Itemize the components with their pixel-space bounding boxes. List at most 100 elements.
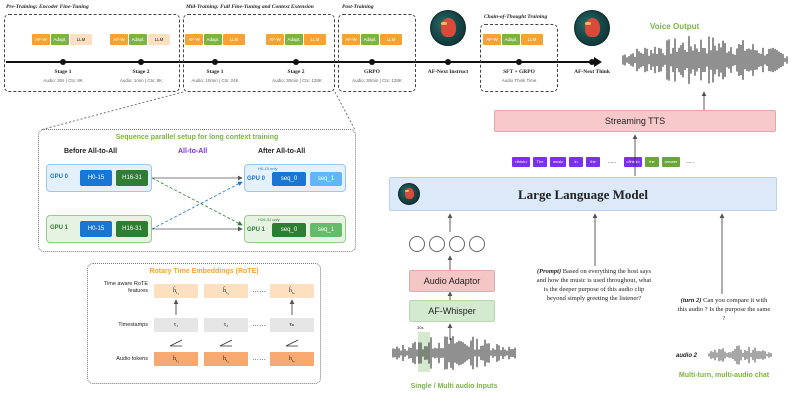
head-chip-h16-31: H16-31: [116, 170, 148, 186]
gpu0-label: GPU 0: [50, 174, 69, 180]
audio2-waveform: [708, 345, 772, 365]
seq-parallel-panel: [38, 129, 356, 252]
module-llm: LLM: [304, 34, 326, 45]
rote-time-cell: τₙ: [270, 318, 314, 332]
af-whisper-label: AF-Whisper: [428, 306, 476, 316]
stage-sub: Audio: 30min | Ctx: 128K: [352, 78, 402, 83]
after-label: After All-to-All: [258, 148, 306, 155]
rote-token-cell: hτ₁: [154, 352, 198, 366]
embedding-circle: [469, 236, 485, 252]
module-adapter: Adapt.: [361, 34, 379, 45]
rote-token-cell: hτ₂: [204, 352, 248, 366]
rote-feature-cell: ĥτ₂: [204, 284, 248, 298]
output-token: the: [645, 157, 659, 167]
seq-chip-seq1: seq_1: [310, 172, 342, 186]
stage-dot: [60, 59, 66, 65]
stage-dot: [138, 59, 144, 65]
group-title-pretraining: Pre-Training: Encoder Fine-Tuning: [6, 4, 89, 10]
h0-only-note: H0-15 only: [258, 166, 278, 171]
timeline-arrowhead: [594, 57, 602, 67]
all-to-all-label: All-to-All: [178, 148, 208, 155]
stage-label: SFT + GRPO: [503, 69, 535, 75]
module-af-w: AF-W: [266, 34, 284, 45]
output-token: answer: [662, 157, 680, 167]
embedding-circle: [409, 236, 425, 252]
module-llm: LLM: [70, 34, 92, 45]
output-token-stream: <think> The music in the ...... </think>…: [512, 157, 697, 167]
prompt-text: (Prompt) Based on everything the host sa…: [535, 267, 653, 303]
stage-label: Stage 1: [206, 69, 224, 75]
llm-box: Large Language Model: [389, 177, 777, 211]
stage-dot: [369, 59, 375, 65]
multiturn-caption: Multi-turn, multi-audio chat: [678, 372, 770, 379]
voice-output-waveform: [622, 36, 788, 84]
stage-label: Stage 1: [54, 69, 72, 75]
audio-adaptor-label: Audio Adaptor: [423, 276, 481, 286]
audio-adaptor-box: Audio Adaptor: [409, 270, 495, 292]
output-token-ellipsis: ......: [685, 159, 695, 165]
rote-feature-cell: ĥτₙ: [270, 284, 314, 298]
stage2-modules: AF-W Adapt. LLM: [110, 34, 170, 45]
group-title-cot: Chain-of-Thought Training: [484, 14, 548, 20]
module-llm: LLM: [223, 34, 245, 45]
embedding-circle: [429, 236, 445, 252]
module-adapter: Adapt.: [502, 34, 520, 45]
stage-sub: Audio: 1min | Ctx: 8K: [119, 78, 163, 83]
seq-parallel-title: Sequence parallel setup for long context…: [115, 134, 279, 141]
module-llm: LLM: [148, 34, 170, 45]
input-waveform: [392, 336, 516, 370]
rote-row-features-label: Time aware RoTE features: [103, 281, 148, 294]
model-instruct-label: AF-Next Instruct: [427, 69, 469, 75]
rote-feature-cell: ĥτ₁: [154, 284, 198, 298]
module-llm: LLM: [521, 34, 543, 45]
stage3-modules: AF-W Adapt. LLM: [185, 34, 245, 45]
turn2-text: (turn 2) Can you compare it with this au…: [676, 296, 772, 323]
af-whisper-box: AF-Whisper: [409, 300, 495, 322]
stage-dot: [293, 59, 299, 65]
before-label: Before All-to-All: [64, 148, 118, 155]
head-chip-h0-15: H0-15: [80, 221, 112, 237]
rote-row-tokens-label: Audio tokens: [116, 356, 148, 362]
prompt-body: Based on everything the host says and ho…: [536, 268, 652, 302]
group-box-pretraining: [4, 14, 180, 92]
h16-only-note: H16-31 only: [258, 217, 280, 222]
head-chip-h0-15: H0-15: [80, 170, 112, 186]
stage1-modules: AF-W Adapt. LLM: [32, 34, 92, 45]
rote-panel: [87, 263, 321, 384]
output-token-ellipsis: ......: [607, 159, 617, 165]
group-box-midtraining: [183, 14, 335, 92]
module-af-w: AF-W: [185, 34, 203, 45]
rote-time-cell: τ₁: [154, 318, 198, 332]
group-title-midtraining: Mid-Training: Full Fine-Tuning and Conte…: [186, 4, 314, 10]
seq-chip-seq0: seq_0: [272, 172, 306, 186]
module-adapter: Adapt.: [129, 34, 147, 45]
stage-label: Stage 2: [287, 69, 305, 75]
turn2-tag: (turn 2): [680, 297, 702, 304]
rote-row-timestamps-label: Timestamps: [118, 322, 148, 328]
streaming-tts-box: Streaming TTS: [494, 110, 776, 132]
af-next-instruct-avatar: [430, 10, 466, 46]
embedding-circles: [409, 236, 485, 252]
af-next-think-avatar: [574, 10, 610, 46]
stage6-modules: AF-W Adapt. LLM: [483, 34, 543, 45]
stage4-modules: AF-W Adapt. LLM: [266, 34, 326, 45]
seq-chip-seq1: seq_1: [310, 223, 342, 237]
stage-sub: Audio: 30min | Ctx: 128K: [272, 78, 322, 83]
gpu0-after-label: GPU 0: [247, 176, 266, 182]
timeline-axis: [6, 61, 596, 63]
prompt-tag: (Prompt): [536, 268, 562, 275]
stage-label: Stage 2: [132, 69, 150, 75]
rote-dots: ……: [252, 287, 266, 294]
clip-length-label: 30s: [417, 325, 424, 330]
llm-avatar: [398, 183, 420, 205]
stage5-modules: AF-W Adapt. LLM: [342, 34, 402, 45]
output-token: The: [533, 157, 547, 167]
llm-label: Large Language Model: [518, 187, 648, 202]
rote-time-cell: τ₂: [204, 318, 248, 332]
group-box-posttraining: [338, 14, 416, 92]
rote-dots: ……: [252, 321, 266, 328]
